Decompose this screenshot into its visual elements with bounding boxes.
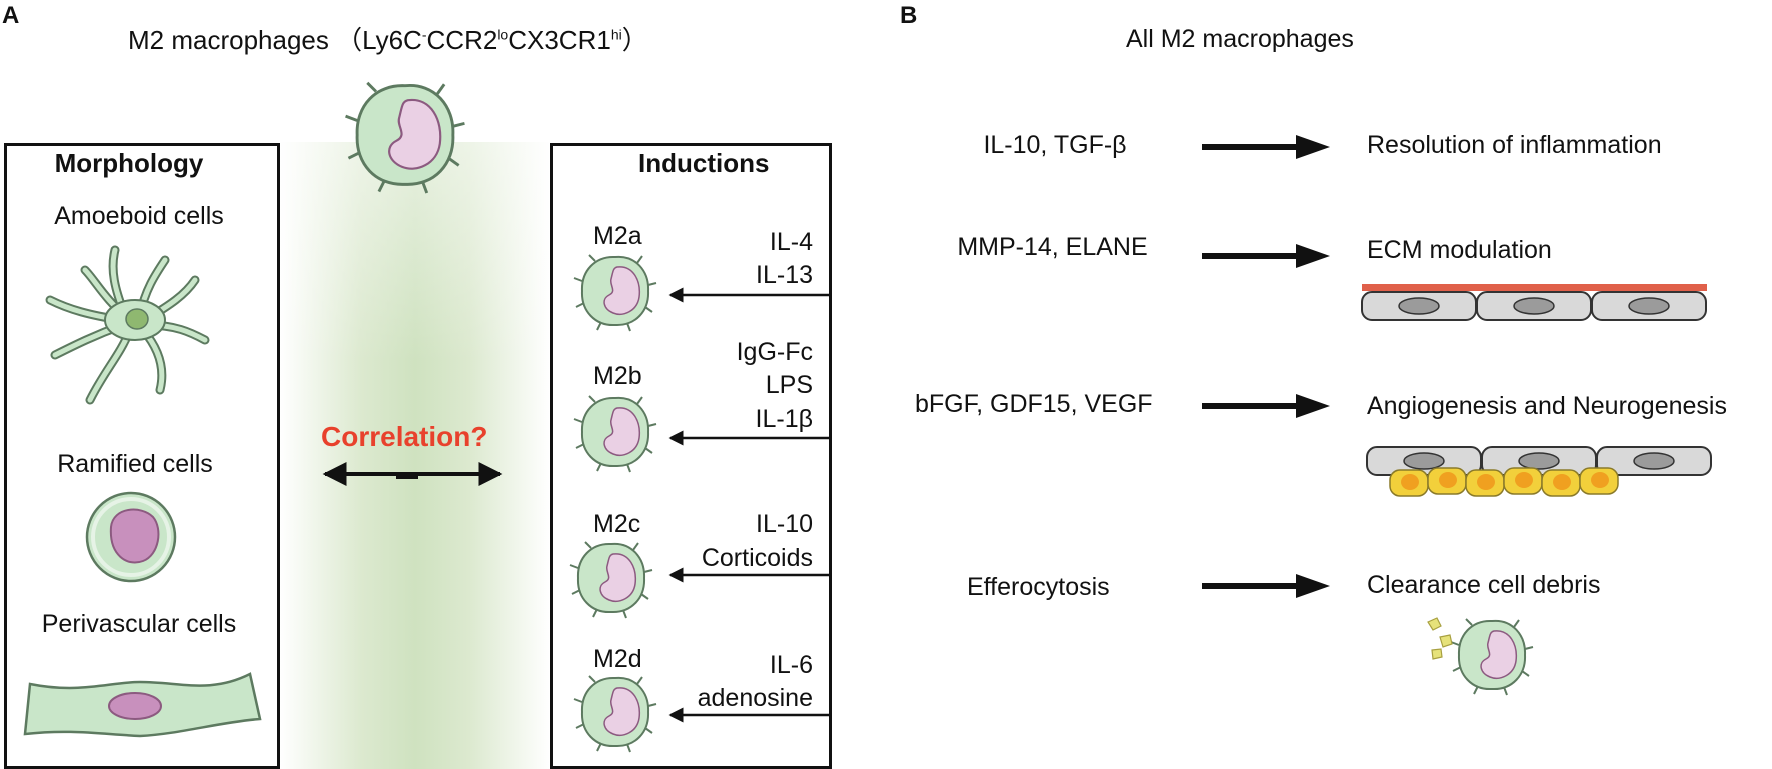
panel-b-title: All M2 macrophages xyxy=(1126,25,1354,53)
effect-row-2: ECM modulation xyxy=(1367,236,1552,264)
panel-b-label: B xyxy=(900,2,918,29)
m2b-inducer-3: IL-1β xyxy=(755,405,813,433)
cause-row-4: Efferocytosis xyxy=(967,573,1110,601)
m2c-inducer-1: IL-10 xyxy=(756,510,813,538)
efferocytosis-macrophage-icon xyxy=(1450,618,1534,696)
cause-row-3: bFGF, GDF15, VEGF xyxy=(915,390,1153,418)
m2c-inducer-2: Corticoids xyxy=(701,544,813,572)
subtype-m2c-label: M2c xyxy=(593,510,641,538)
effect-row-4: Clearance cell debris xyxy=(1367,571,1601,599)
morphology-heading: Morphology xyxy=(54,148,204,178)
m2a-inducer-2: IL-13 xyxy=(756,261,813,289)
cell-debris-icon xyxy=(1427,617,1453,660)
panel-a-title: M2 macrophages （Ly6C-CCR2loCX3CR1hi） xyxy=(128,25,648,55)
angiogenesis-illustration-icon xyxy=(1366,446,1712,497)
morphology-item-perivascular: Perivascular cells xyxy=(41,610,237,638)
subtype-m2d-label: M2d xyxy=(593,645,642,673)
subtype-m2b-label: M2b xyxy=(593,362,642,390)
ecm-illustration-icon xyxy=(1361,284,1707,321)
perivascular-cell-icon xyxy=(23,672,262,738)
subtype-m2a-label: M2a xyxy=(593,222,642,250)
m2b-inducer-2: LPS xyxy=(765,371,813,399)
inductions-heading: Inductions xyxy=(638,148,770,178)
correlation-label: Correlation? xyxy=(321,421,488,452)
effect-row-1: Resolution of inflammation xyxy=(1367,131,1662,159)
m2d-inducer-2: adenosine xyxy=(697,684,813,712)
m2b-inducer-1: IgG-Fc xyxy=(736,338,813,366)
inductions-box xyxy=(550,143,832,769)
ramified-cell-icon xyxy=(85,491,177,583)
m2d-inducer-1: IL-6 xyxy=(769,651,813,679)
morphology-item-ramified: Ramified cells xyxy=(57,450,213,478)
cause-row-2: MMP-14, ELANE xyxy=(957,233,1148,261)
morphology-box xyxy=(4,143,280,769)
effect-row-3: Angiogenesis and Neurogenesis xyxy=(1367,392,1727,420)
amoeboid-cell-icon xyxy=(45,245,210,405)
cause-row-1: IL-10, TGF-β xyxy=(983,131,1127,159)
m2a-inducer-1: IL-4 xyxy=(769,228,813,256)
morphology-item-amoeboid: Amoeboid cells xyxy=(54,202,224,230)
panel-a-label: A xyxy=(2,2,20,29)
